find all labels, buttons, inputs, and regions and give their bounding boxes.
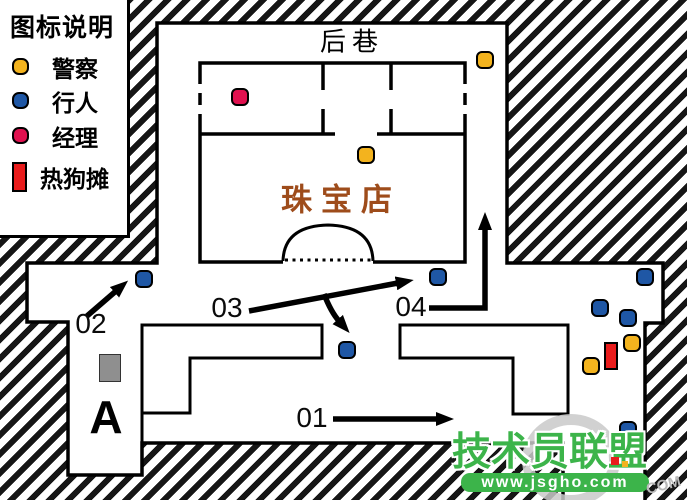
police-marker — [476, 51, 494, 69]
watermark-logo-square-red — [611, 457, 619, 465]
pedestrian-marker — [619, 421, 637, 439]
legend-panel: 图标说明 警察 行人 经理 热狗摊 — [0, 0, 130, 238]
legend-item-police: 警察 — [0, 50, 127, 84]
route-02-label: 02 — [75, 308, 107, 339]
legend-label-manager: 经理 — [52, 125, 98, 151]
police-marker — [623, 334, 641, 352]
legend-label-hotdog: 热狗摊 — [40, 166, 109, 192]
pedestrian-marker — [429, 268, 447, 286]
legend-item-manager: 经理 — [0, 119, 127, 153]
route-04-arrow — [429, 212, 492, 311]
legend-item-pedestrian: 行人 — [0, 84, 127, 118]
watermark-title: 技术员联盟 — [452, 431, 648, 474]
legend-label-police: 警察 — [52, 56, 98, 82]
pedestrian-marker — [135, 270, 153, 288]
back-alley-label: 后巷 — [319, 27, 385, 57]
jewelry-store-label: 珠宝店 — [281, 182, 401, 218]
pedestrian-marker — [619, 309, 637, 327]
route-03-branch-arrow — [321, 293, 350, 333]
police-marker — [357, 146, 375, 164]
route-02-arrow — [85, 280, 129, 319]
legend-item-hotdog: 热狗摊 — [0, 160, 127, 194]
route-01-label: 01 — [296, 402, 328, 433]
watermark-url: www.jsgho.com — [481, 473, 629, 491]
entrance-door-leaves — [281, 223, 375, 262]
route-04-label: 04 — [395, 291, 427, 322]
legend-title: 图标说明 — [10, 14, 115, 42]
watermark-logo-square-yellow — [622, 461, 628, 467]
hotdog-stand — [604, 342, 618, 370]
watermark-url-band: www.jsgho.com — [461, 473, 649, 492]
legend-label-pedestrian: 行人 — [52, 90, 98, 116]
manager-icon — [12, 127, 29, 144]
route-03-label: 03 — [211, 292, 243, 323]
gray-box — [99, 354, 121, 382]
police-marker — [582, 357, 600, 375]
jewelry-store-building — [198, 61, 467, 264]
right-counter-block — [398, 323, 570, 416]
manager-marker — [231, 88, 249, 106]
pedestrian-marker — [338, 341, 356, 359]
pedestrian-marker — [591, 299, 609, 317]
hotdog-stand-icon — [12, 162, 27, 192]
pedestrian-icon — [12, 92, 29, 109]
pedestrian-marker — [636, 268, 654, 286]
start-point-label: A — [89, 391, 123, 443]
police-icon — [12, 58, 29, 75]
